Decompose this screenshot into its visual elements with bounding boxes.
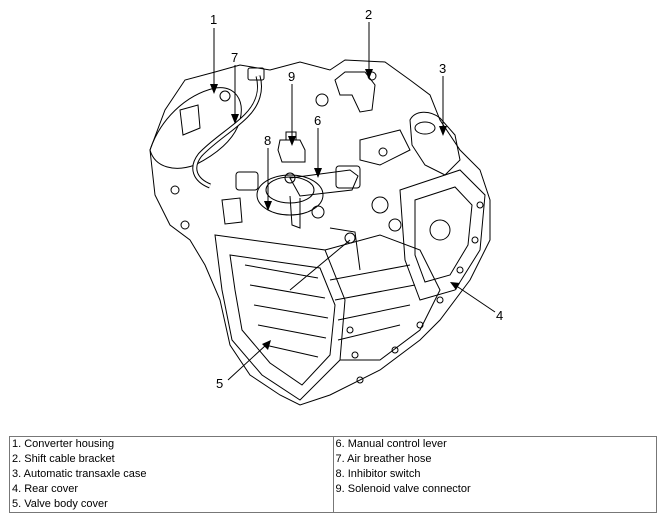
transaxle-diagram: 1 2 3 4 5 6 7 8 9 [149, 7, 503, 406]
legend-item-empty [332, 497, 657, 513]
arrowhead-2 [365, 69, 373, 79]
legend-item-shift-cable-bracket: 2. Shift cable bracket [9, 452, 334, 467]
callout-2: 2 [365, 7, 372, 22]
callout-3: 3 [439, 61, 446, 76]
arrowhead-7 [231, 114, 239, 124]
legend-item-rear-cover: 4. Rear cover [9, 482, 334, 497]
legend-row: 1. Converter housing 6. Manual control l… [9, 436, 657, 452]
callout-4: 4 [496, 308, 503, 323]
arrowhead-8 [264, 201, 272, 211]
legend-item-automatic-transaxle-case: 3. Automatic transaxle case [9, 467, 334, 482]
arrowhead-4 [450, 282, 460, 290]
arrowhead-5 [262, 340, 271, 350]
legend-row: 4. Rear cover 9. Solenoid valve connecto… [9, 482, 657, 497]
leader-5 [227, 344, 267, 381]
legend-row: 5. Valve body cover [9, 497, 657, 513]
callout-9: 9 [288, 69, 295, 84]
legend-row: 2. Shift cable bracket 7. Air breather h… [9, 452, 657, 467]
callout-arrowheads [210, 69, 460, 350]
callout-7: 7 [231, 50, 238, 65]
callout-1: 1 [210, 12, 217, 27]
callout-6: 6 [314, 113, 321, 128]
callout-5: 5 [216, 376, 223, 391]
parts-legend-table: 1. Converter housing 6. Manual control l… [9, 436, 657, 513]
callout-leaders [213, 22, 496, 381]
arrowhead-3 [439, 126, 447, 136]
transaxle-illustration [149, 59, 491, 406]
callout-8: 8 [264, 133, 271, 148]
legend-item-air-breather-hose: 7. Air breather hose [332, 452, 657, 467]
legend-item-solenoid-valve-connector: 9. Solenoid valve connector [332, 482, 657, 497]
legend-item-manual-control-lever: 6. Manual control lever [332, 436, 657, 452]
arrowhead-9 [288, 136, 296, 146]
legend-row: 3. Automatic transaxle case 8. Inhibitor… [9, 467, 657, 482]
legend-item-inhibitor-switch: 8. Inhibitor switch [332, 467, 657, 482]
arrowhead-6 [314, 168, 322, 178]
callout-labels: 1 2 3 4 5 6 7 8 9 [210, 7, 503, 391]
legend-item-valve-body-cover: 5. Valve body cover [9, 497, 334, 513]
leader-4 [454, 284, 496, 313]
arrowhead-1 [210, 84, 218, 94]
legend-item-converter-housing: 1. Converter housing [9, 436, 334, 452]
